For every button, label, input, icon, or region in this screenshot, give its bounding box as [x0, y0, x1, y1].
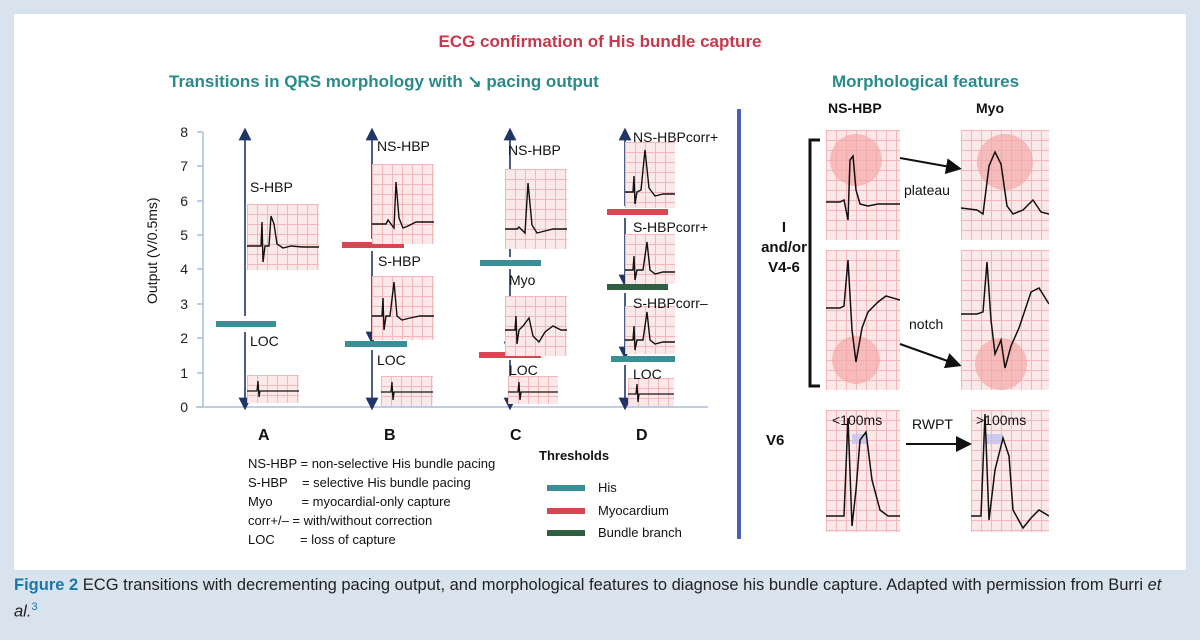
ecg-strip-loc-b — [381, 376, 433, 406]
figure-title: ECG confirmation of His bundle capture — [438, 32, 762, 51]
morph-ecg-myo-notch — [961, 250, 1049, 390]
morph-ecg-nshbp-plateau — [826, 130, 900, 240]
legend-swatch-his — [547, 485, 585, 491]
lead-bracket — [808, 138, 820, 388]
section-divider — [737, 109, 741, 539]
column-label-a: A — [258, 427, 270, 444]
ecg-strip-shbp-b — [372, 276, 434, 340]
label-shbpcorr-minus-d: S-HBPcorr– — [633, 295, 708, 311]
column-label-c: C — [510, 427, 522, 444]
label-loc-c: LOC — [509, 362, 538, 378]
y-tick: 0 — [180, 399, 188, 415]
caption-text: ECG transitions with decrementing pacing… — [78, 576, 1148, 594]
figure-caption: Figure 2 ECG transitions with decrementi… — [14, 574, 1186, 623]
caption-reference: 3 — [31, 601, 38, 613]
ecg-strip-shbp-a — [247, 204, 319, 270]
column-label-b: B — [384, 427, 396, 444]
label-nshbpcorr-d: NS-HBPcorr+ — [633, 129, 719, 145]
label-shbp-a: S-HBP — [250, 179, 293, 195]
ecg-strip-loc-a — [247, 375, 299, 403]
y-tick: 6 — [180, 193, 188, 209]
ecg-strip-nshbp-b — [372, 164, 434, 244]
legend-swatch-bundle-branch — [547, 530, 585, 536]
ecg-strip-loc-d — [628, 378, 674, 406]
ecg-strip-myo-c — [505, 296, 567, 356]
morph-arrows — [899, 157, 962, 369]
label-shbp-b: S-HBP — [378, 253, 421, 269]
y-tick: 1 — [180, 365, 188, 381]
y-tick: 2 — [180, 330, 188, 346]
column-label-d: D — [636, 427, 648, 444]
rwpt-arrow — [906, 436, 972, 452]
abbreviation-item: LOC = loss of capture — [248, 532, 396, 547]
morph-ecg-nshbp-rwpt — [826, 410, 900, 532]
label-myo-c: Myo — [509, 272, 536, 288]
label-shbpcorr-plus-d: S-HBPcorr+ — [633, 219, 709, 235]
figure-panel: ECG confirmation of His bundle capture T… — [14, 14, 1186, 570]
lead-label-v6: V6 — [766, 432, 785, 449]
legend-label-his: His — [598, 480, 617, 495]
label-nshbp-c: NS-HBP — [508, 142, 561, 158]
abbreviation-item: corr+/– = with/without correction — [248, 513, 433, 528]
label-lt100ms: <100ms — [832, 412, 883, 428]
label-loc-a: LOC — [250, 333, 279, 349]
y-tick: 5 — [180, 227, 188, 243]
lead-label-i: I — [781, 219, 787, 236]
label-notch: notch — [909, 316, 944, 332]
morph-ecg-myo-rwpt — [971, 410, 1049, 532]
morph-column-nshbp: NS-HBP — [828, 100, 882, 116]
y-tick: 8 — [180, 124, 188, 140]
lead-label-v4-6: V4-6 — [768, 259, 800, 276]
label-nshbp-b: NS-HBP — [377, 138, 430, 154]
y-tick: 3 — [180, 296, 188, 312]
ecg-strip-nshbpcorr-d — [625, 142, 675, 208]
label-plateau: plateau — [904, 182, 950, 198]
abbreviation-item: S-HBP = selective His bundle pacing — [248, 475, 471, 490]
label-gt100ms: >100ms — [976, 412, 1027, 428]
morph-column-myo: Myo — [976, 100, 1004, 116]
lead-label-andor: and/or — [761, 239, 807, 256]
ecg-strip-nshbp-c — [505, 169, 567, 249]
y-tick: 4 — [180, 261, 188, 277]
y-tick: 7 — [180, 158, 188, 174]
left-heading: Transitions in QRS morphology with ↘ pac… — [169, 72, 599, 91]
morph-ecg-nshbp-notch — [826, 250, 900, 390]
caption-etal: et al. — [14, 576, 1162, 621]
abbreviation-item: Myo = myocardial-only capture — [248, 494, 451, 509]
right-heading: Morphological features — [832, 72, 1020, 91]
label-loc-d: LOC — [633, 366, 662, 382]
legend-swatch-myocardium — [547, 508, 585, 514]
ecg-strip-shbpcorr-plus-d — [625, 234, 675, 284]
abbreviation-item: NS-HBP = non-selective His bundle pacing — [248, 456, 496, 471]
thresholds-title: Thresholds — [539, 448, 610, 463]
abbreviation-legend: NS-HBP = non-selective His bundle pacing… — [248, 454, 495, 549]
legend-label-myocardium: Myocardium — [598, 503, 669, 518]
legend-label-bundle-branch: Bundle branch — [598, 525, 682, 540]
ecg-strip-shbpcorr-minus-d — [625, 306, 675, 354]
caption-figure-number: Figure 2 — [14, 576, 79, 594]
ecg-strip-loc-c — [508, 376, 558, 404]
label-loc-b: LOC — [377, 352, 406, 368]
label-rwpt: RWPT — [912, 416, 953, 432]
morph-ecg-myo-plateau — [961, 130, 1049, 240]
